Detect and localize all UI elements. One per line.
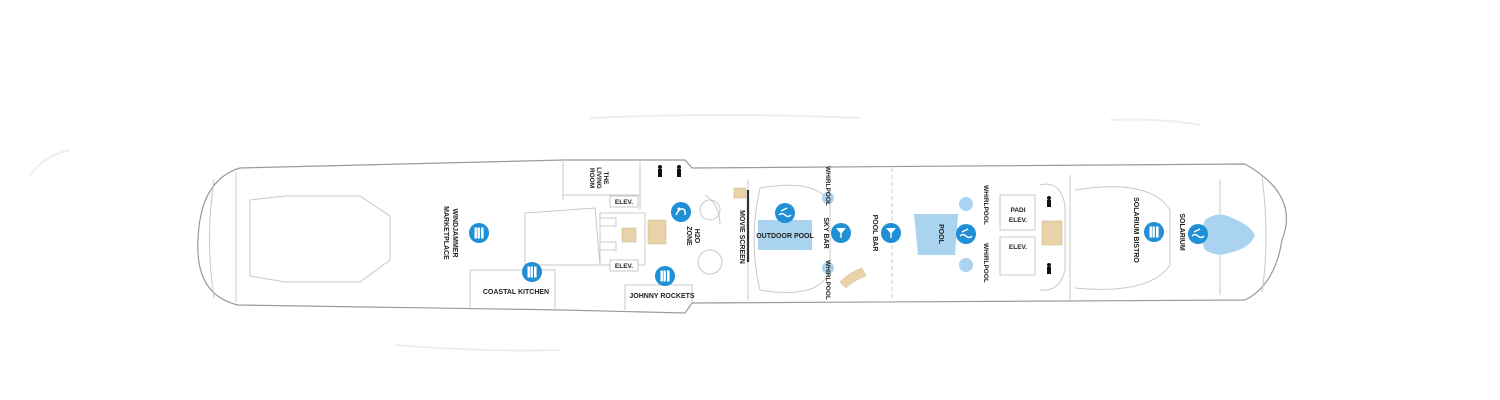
whirlpool-right-top-label: WHIRLPOOL xyxy=(982,185,989,225)
outdoor-pool-water xyxy=(758,220,812,250)
whirlpool-mid-bottom-water xyxy=(822,262,834,274)
elevator-small-left xyxy=(599,217,617,227)
outdoor-pool-icon[interactable] xyxy=(775,203,795,223)
main-pool-icon[interactable] xyxy=(956,224,976,244)
solarium-bistro-dining-icon[interactable] xyxy=(1144,222,1164,242)
coastal-kitchen-label: COASTAL KITCHEN xyxy=(483,289,549,296)
living-room-label: THE LIVING ROOM xyxy=(588,167,609,189)
whirlpool-right-top-water xyxy=(959,197,973,211)
pool-bar-icon[interactable] xyxy=(881,223,901,243)
elevator-top-box xyxy=(609,195,639,208)
johnny-rockets-dining-icon[interactable] xyxy=(655,266,675,286)
whirlpool-mid-top-water xyxy=(822,192,834,204)
elevator-aft-label: ELEV. xyxy=(1009,244,1027,251)
movie-screen-label: MOVIE SCREEN xyxy=(738,210,745,264)
solarium-pool-water xyxy=(1201,214,1255,255)
windjammer-label: WINDJAMMER MARKETPLACE xyxy=(442,206,458,260)
restroom-icons xyxy=(658,165,1051,274)
whirlpool-right-bottom-water xyxy=(959,258,973,272)
solarium-pool-icon[interactable] xyxy=(1188,224,1208,244)
background-wake xyxy=(29,114,1201,352)
living-room-line1: THE xyxy=(602,172,609,186)
whirlpool-mid-bottom-label: WHIRLPOOL xyxy=(824,260,831,300)
solarium-bistro-label: SOLARIUM BISTRO xyxy=(1132,197,1139,263)
windjammer-dining-icon[interactable] xyxy=(469,223,489,243)
h2o-zone-line2: ZONE xyxy=(685,226,692,246)
coastal-kitchen-dining-icon[interactable] xyxy=(522,262,542,282)
h2o-zone-label: H2O ZONE xyxy=(685,226,700,246)
living-room-line2: LIVING xyxy=(595,167,602,189)
elevator-top-label: ELEV. xyxy=(615,199,633,206)
whirlpool-mid-top-label: WHIRLPOOL xyxy=(824,166,831,206)
whirlpool-right-bottom-label: WHIRLPOOL xyxy=(982,243,989,283)
stairs xyxy=(621,187,1063,289)
h2o-zone-icon[interactable] xyxy=(671,202,691,222)
elevator-small-left-2 xyxy=(599,241,617,251)
padi-elev-label-line1: PADI xyxy=(1010,207,1025,214)
solarium-label: SOLARIUM xyxy=(1178,213,1185,251)
pool-label: POOL xyxy=(937,224,944,245)
main-pool-water xyxy=(914,214,958,255)
sky-bar-label: SKY BAR xyxy=(822,217,829,248)
outdoor-pool-label: OUTDOOR POOL xyxy=(756,233,814,240)
sky-bar-icon[interactable] xyxy=(831,223,851,243)
pool-bar-label: POOL BAR xyxy=(871,215,878,252)
windjammer-label-line1: WINDJAMMER xyxy=(451,209,458,258)
elevator-bottom-box xyxy=(609,259,639,272)
elevator-bottom-label: ELEV. xyxy=(615,263,633,270)
windjammer-label-line2: MARKETPLACE xyxy=(442,206,449,260)
johnny-rockets-label: JOHNNY ROCKETS xyxy=(629,293,695,300)
living-room-line3: ROOM xyxy=(588,168,595,188)
padi-elev-label-line2: ELEV. xyxy=(1009,217,1027,224)
h2o-zone-line1: H2O xyxy=(693,229,700,244)
